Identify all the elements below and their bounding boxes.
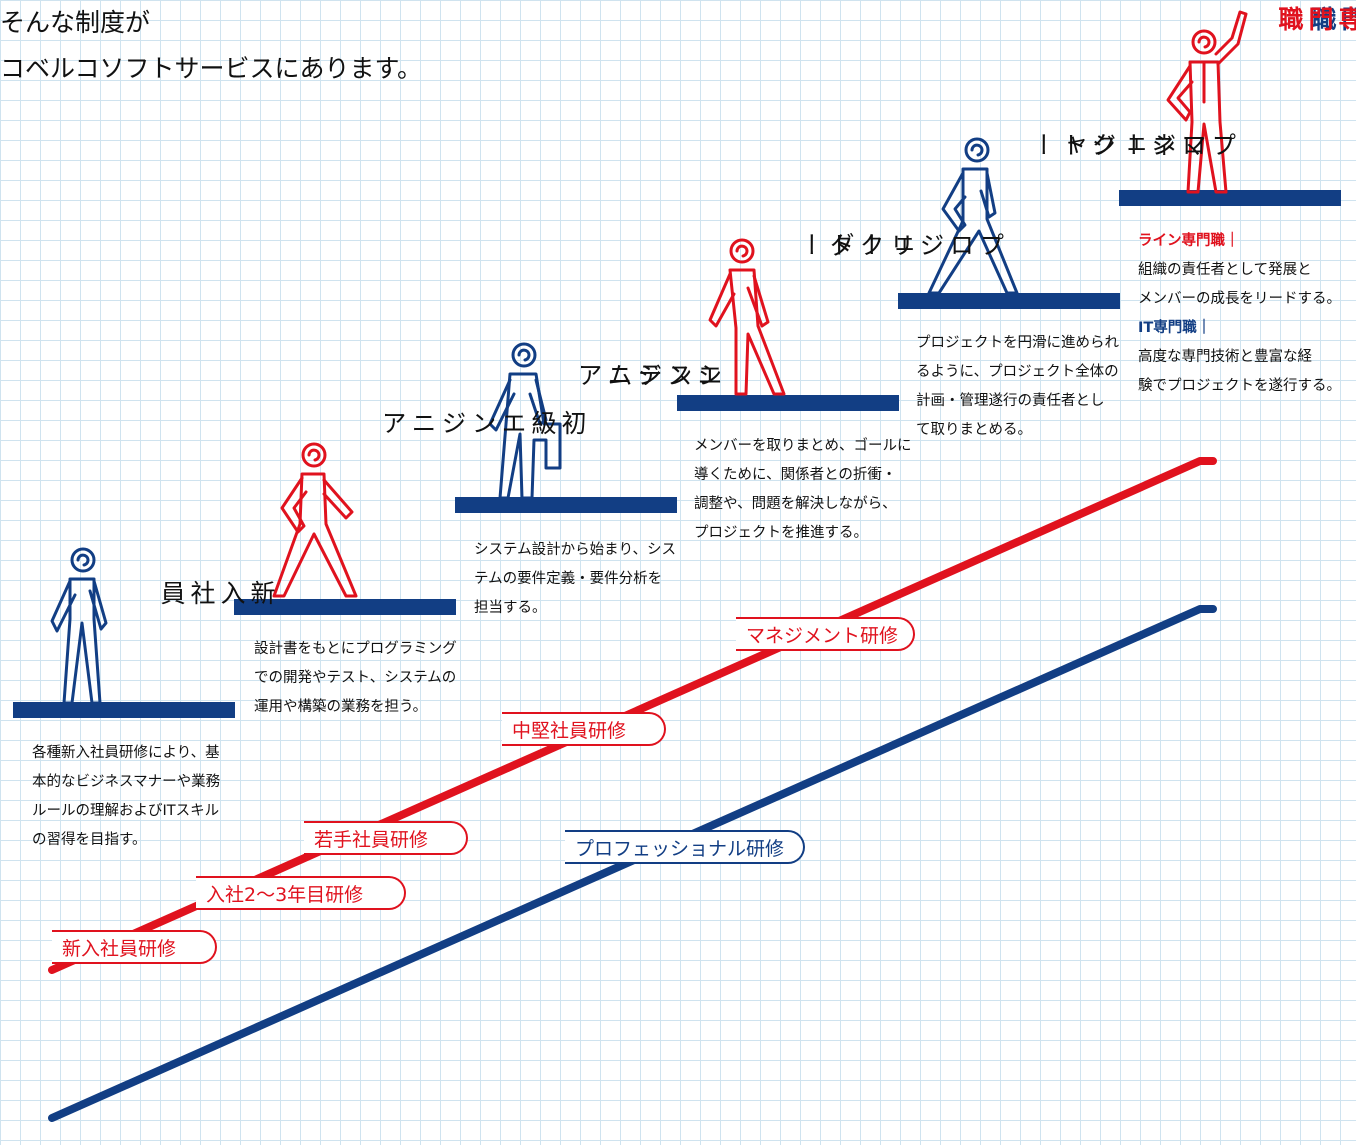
it-specialist-title: I T 専 門 職 [1308,6,1356,33]
system-engineer-figure-icon [488,342,562,500]
step-3 [455,497,677,513]
training-2-3-year: 入社2〜3年目研修 [196,876,406,910]
stage-5-title-line1: プ ロ ジ ェ ク ト [1058,132,1237,159]
it-specialist-label: IT専門職｜ [1138,320,1212,336]
step-4 [677,395,899,411]
junior-engineer-figure-icon [272,442,358,598]
stage-4-title-line2: リ ー ダ ー [796,232,915,259]
stage-4-title-line1: プ ロ ジ ェ ク ト [826,232,1005,259]
stage-3-description: システム設計から始まり、シス テムの要件定義・要件分析を 担当する。 [474,542,676,616]
blue-training-arrow [48,605,1217,1122]
stage-1-title: 新 入 社 員 [157,580,276,607]
training-young-employee: 若手社員研修 [304,821,468,855]
project-manager-figure-icon [927,137,1019,295]
stage-4-description: メンバーを取りまとめ、ゴールに 導くために、関係者との折衝・ 調整や、問題を解決… [694,438,912,541]
line-specialist-title: ラ イ ン 専 門 職 [1275,6,1356,33]
stage-5-description: プロジェクトを円滑に進められ るように、プロジェクト全体の 計画・管理遂行の責任… [916,335,1119,438]
headline-line-2: コベルコソフトサービスにあります。 [0,54,423,83]
stage-3-title-line2: エ ン ジ ニ ア [574,362,723,389]
project-leader-figure-icon [708,238,786,396]
line-specialist-label: ライン専門職｜ [1138,233,1240,249]
stage-2-title: 初 級 エ ン ジ ニ ア [378,410,587,437]
stage-2-description: 設計書をもとにプログラミング での開発やテスト、システムの 運用や構築の業務を担… [254,641,457,715]
headline: そんな制度が コベルコソフトサービスにあります。 [0,0,422,92]
stage-3-title-line1: シ ス テ ム [604,362,723,389]
training-professional: プロフェッショナル研修 [565,830,805,864]
training-management: マネジメント研修 [736,617,915,651]
specialist-figure-icon [1166,10,1248,194]
step-5 [898,293,1120,309]
stage-1-description: 各種新入社員研修により、基 本的なビジネスマナーや業務 ルールの理解およびITス… [32,745,221,848]
training-mid-level: 中堅社員研修 [502,712,666,746]
headline-line-1: そんな制度が [0,8,151,37]
step-2 [234,599,456,615]
newcomer-figure-icon [50,547,108,705]
red-training-arrow [48,457,1217,974]
stage-5-title-line2: マ ネ ー ジ ャ ー [1028,132,1207,159]
step-6 [1119,190,1341,206]
stage-6-description: ライン専門職｜ 組織の責任者として発展と メンバーの成長をリードする。 IT専門… [1138,227,1341,401]
training-new-employee: 新入社員研修 [52,930,217,964]
step-1 [13,702,235,718]
